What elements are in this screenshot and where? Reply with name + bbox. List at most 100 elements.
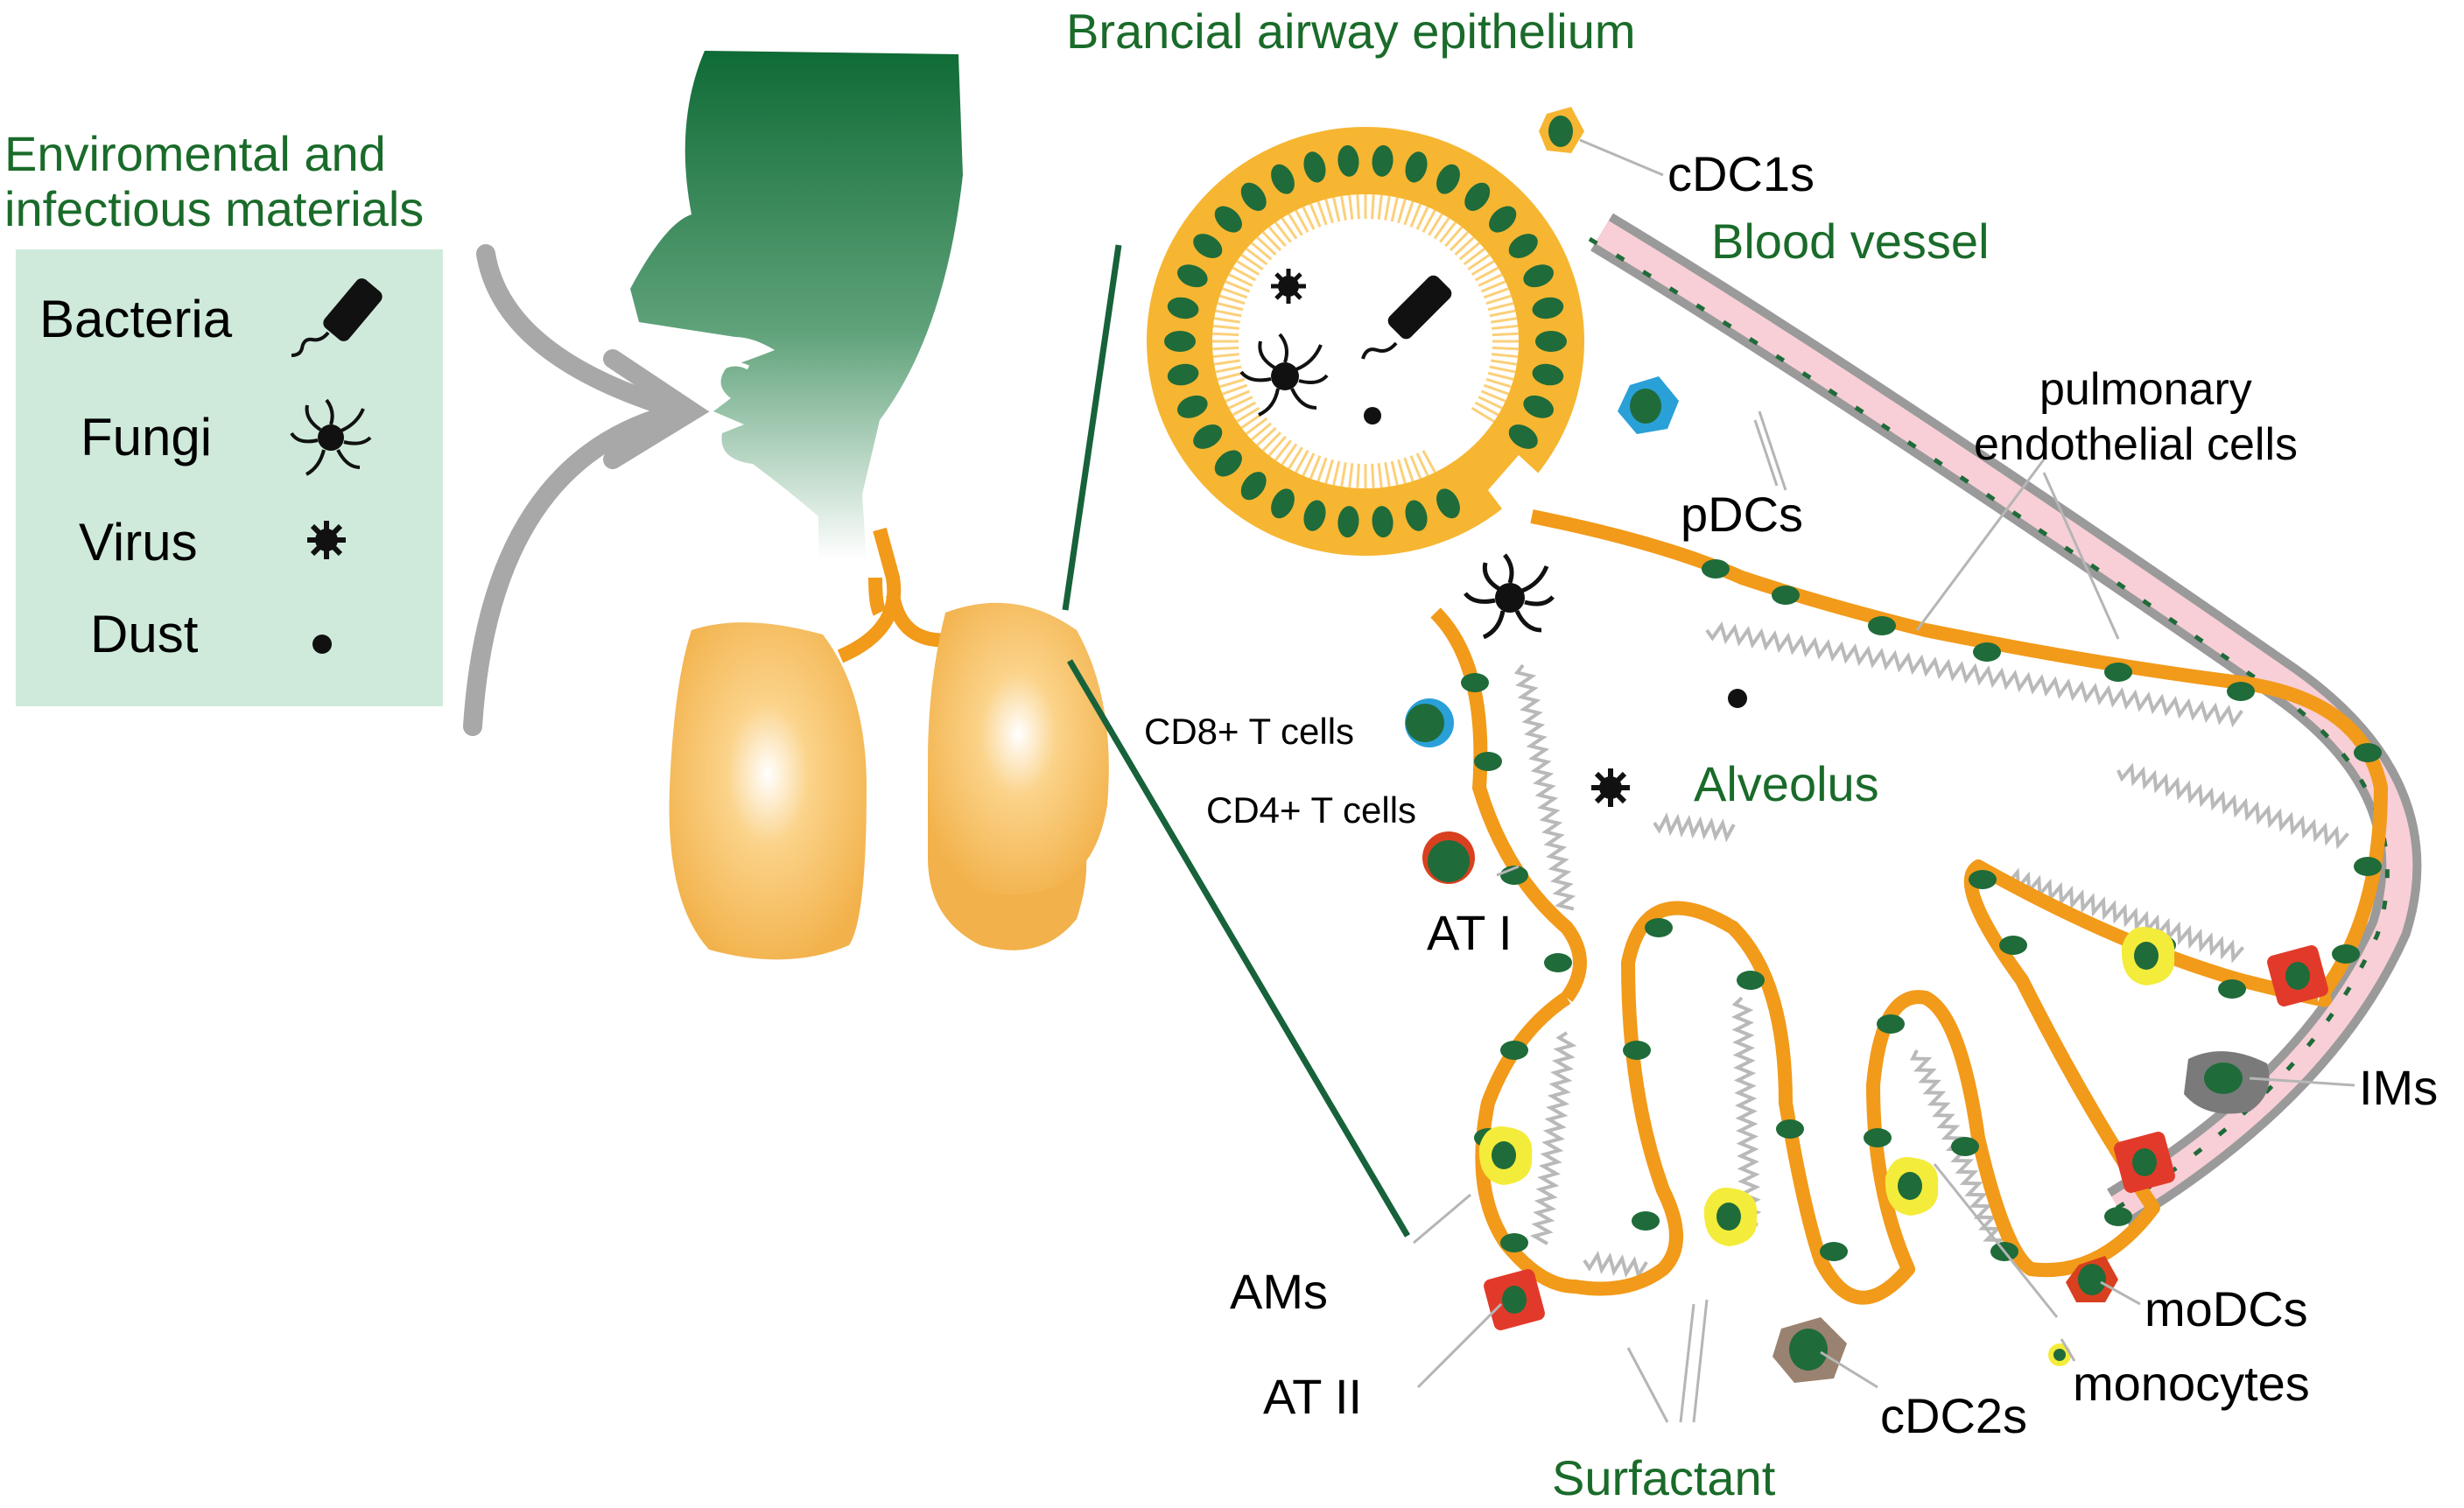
cilium xyxy=(1215,365,1242,374)
virus-icon xyxy=(307,521,346,559)
epithelial-nucleus xyxy=(1523,264,1555,288)
cilium xyxy=(1246,417,1268,435)
cilium xyxy=(1487,302,1514,312)
epithelial-nucleus xyxy=(1303,151,1326,183)
at2-nucleus xyxy=(2132,1148,2157,1176)
at1-nucleus xyxy=(1623,1041,1651,1060)
cilium xyxy=(1492,353,1519,359)
cd4-t-cell xyxy=(1422,831,1475,884)
at1-nucleus xyxy=(2354,743,2382,762)
cilium xyxy=(1356,194,1360,220)
at1-nucleus xyxy=(1544,953,1572,972)
epithelial-nucleus xyxy=(1464,182,1491,211)
cilium xyxy=(1409,455,1422,480)
epithelial-nucleus xyxy=(1193,234,1223,258)
at1-nucleus xyxy=(1973,642,2001,662)
epithelial-nucleus xyxy=(1176,264,1208,288)
cilium xyxy=(1295,450,1309,473)
cilium xyxy=(1250,242,1273,261)
cilium xyxy=(1219,294,1246,305)
epithelial-nucleus xyxy=(1214,450,1242,477)
at1-nucleus xyxy=(1632,1211,1660,1231)
cilium xyxy=(1490,359,1518,366)
ims-label: IMs xyxy=(2359,1060,2438,1115)
cilium xyxy=(1467,254,1491,270)
cilium xyxy=(1377,194,1383,220)
cilium xyxy=(1415,206,1429,230)
macrophage-nucleus xyxy=(2134,942,2159,970)
cilium xyxy=(1390,197,1399,222)
at1-label: AT I xyxy=(1427,905,1513,960)
at1-nucleus xyxy=(1864,1128,1892,1147)
epithelial-nucleus xyxy=(1436,488,1460,519)
cilium xyxy=(1309,203,1322,228)
cilium xyxy=(1309,455,1322,480)
surfactant-strand xyxy=(1910,1049,2003,1242)
cilium xyxy=(1228,396,1253,410)
at1-nucleus xyxy=(1702,559,1730,579)
epithelial-nucleus xyxy=(1436,164,1460,194)
cilium xyxy=(1474,401,1499,417)
cilium xyxy=(1371,463,1375,488)
cilium xyxy=(1422,209,1436,233)
at1-nucleus xyxy=(1868,616,1896,635)
virus-label: Virus xyxy=(79,513,198,572)
at2-nucleus xyxy=(2285,962,2310,990)
cilium xyxy=(1340,462,1347,487)
cilium xyxy=(1390,460,1399,486)
at1-nucleus xyxy=(1737,971,1765,990)
cilium xyxy=(1302,206,1316,230)
panel-header-line2: infectious materials xyxy=(4,181,424,236)
cilium xyxy=(1316,457,1328,482)
virus-particle-2 xyxy=(1591,768,1630,807)
materials-panel-bg xyxy=(16,249,443,706)
cilium xyxy=(1274,439,1292,461)
epithelial-nucleus xyxy=(1372,506,1393,538)
at1-nucleus xyxy=(1820,1242,1848,1261)
cilium xyxy=(1444,226,1464,248)
alveolus-label: Alveolus xyxy=(1694,756,1879,811)
cilium xyxy=(1356,463,1360,488)
cilium xyxy=(1225,280,1251,293)
at1-nucleus xyxy=(2332,944,2360,964)
dust-label: Dust xyxy=(90,605,199,663)
macrophage-nucleus xyxy=(1898,1172,1922,1200)
cilium xyxy=(1281,443,1298,466)
cilium xyxy=(1489,365,1516,374)
cilium xyxy=(1332,460,1341,486)
at1-nucleus xyxy=(1645,918,1673,937)
cdc2s-label: cDC2s xyxy=(1880,1388,2027,1443)
at1-nucleus xyxy=(1951,1137,1979,1156)
cilium xyxy=(1250,422,1273,441)
cilium xyxy=(1403,457,1415,482)
at1-nucleus xyxy=(2104,663,2132,682)
cilium xyxy=(1316,200,1328,226)
cilium xyxy=(1225,389,1251,403)
at2-label: AT II xyxy=(1263,1369,1362,1424)
cilium xyxy=(1384,195,1391,221)
cilium xyxy=(1240,254,1264,270)
bronchial-epithelium xyxy=(1147,127,1584,560)
ams-label: AMs xyxy=(1230,1264,1328,1319)
cilium xyxy=(1397,459,1407,484)
fungi-particle-2 xyxy=(1464,553,1555,640)
surfactant-strand xyxy=(1730,996,1762,1227)
epithelial-nucleus xyxy=(1508,234,1538,258)
epithelial-nucleus xyxy=(1535,331,1567,352)
cilium xyxy=(1422,450,1436,473)
head-silhouette xyxy=(630,51,963,560)
cilium xyxy=(1281,217,1298,240)
epithelial-nucleus xyxy=(1240,472,1267,501)
cilium xyxy=(1348,463,1354,488)
cilium xyxy=(1480,389,1506,403)
fungi-particle-1 xyxy=(1239,333,1329,417)
cilium xyxy=(1274,221,1292,243)
surfactant-strand xyxy=(1583,1251,1648,1280)
cilium xyxy=(1471,406,1495,423)
bacteria-label: Bacteria xyxy=(39,290,233,348)
cdc2-cell xyxy=(1773,1317,1847,1383)
epithelial-nucleus xyxy=(1508,424,1538,449)
at1-nucleus xyxy=(2218,979,2246,999)
surfactant-strand xyxy=(2117,762,2349,850)
cilium xyxy=(1217,371,1244,381)
